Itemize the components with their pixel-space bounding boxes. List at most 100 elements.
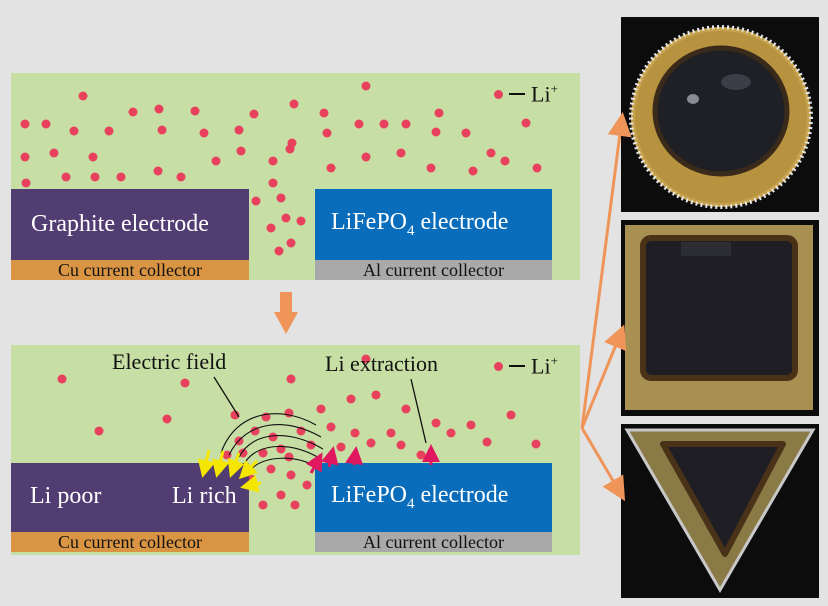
li-ion-dot xyxy=(326,163,336,173)
li-ion-dot xyxy=(94,426,104,436)
graphite-electrode-box: Graphite electrode xyxy=(11,189,249,260)
al-collector-bottom: Al current collector xyxy=(315,532,552,552)
li-ion-dot xyxy=(371,390,381,400)
li-ion-dot xyxy=(461,128,471,138)
li-extraction-label: Li extraction xyxy=(325,351,439,376)
legend-dot xyxy=(494,89,503,99)
li-ion-dot xyxy=(234,125,244,135)
li-ion-dot xyxy=(350,428,360,438)
li-ion-dot xyxy=(284,452,294,462)
li-ion-dot xyxy=(266,464,276,474)
li-ion-dot xyxy=(285,144,295,154)
legend-dot xyxy=(494,361,503,371)
top-li-ion-dots xyxy=(20,81,542,256)
pink-arrow xyxy=(345,446,364,466)
legend-label: Li+ xyxy=(531,353,558,379)
square-electrode-photo xyxy=(621,220,819,416)
al-collector-label: Al current collector xyxy=(363,531,504,552)
li-ion-dot xyxy=(366,438,376,448)
li-ion-dot xyxy=(162,414,172,424)
electric-field-label: Electric field xyxy=(112,349,227,374)
al-collector-top: Al current collector xyxy=(315,260,552,280)
legend-dash xyxy=(509,93,525,96)
li-ion-dot xyxy=(258,500,268,510)
li-ion-dot xyxy=(276,193,286,203)
li-ion-dot xyxy=(289,99,299,109)
li-ion-dot xyxy=(190,106,200,116)
li-ion-dot xyxy=(361,81,371,91)
yellow-arrow xyxy=(227,452,245,478)
li-ion-dot xyxy=(249,109,259,119)
li-ion-dot xyxy=(434,108,444,118)
li-ion-dot xyxy=(176,172,186,182)
li-poor-label: Li poor xyxy=(30,483,102,509)
li-ion-dot xyxy=(276,490,286,500)
li-ion-dot xyxy=(268,178,278,188)
li-ion-dot xyxy=(20,152,30,162)
li-ion-dot xyxy=(128,107,138,117)
pink-arrow xyxy=(305,452,323,474)
li-ion-dot xyxy=(386,428,396,438)
li-ion-dot xyxy=(401,119,411,129)
bottom-panel: Li+ Electric field Li extraction Li poor… xyxy=(11,345,580,555)
li-ion-dot xyxy=(354,119,364,129)
li-ion-dot xyxy=(41,119,51,129)
li-ion-dot xyxy=(69,126,79,136)
yellow-arrow xyxy=(238,459,259,480)
triangular-electrode-photo xyxy=(621,424,819,598)
li-ion-dot xyxy=(21,178,31,188)
top-legend: Li+ xyxy=(494,81,558,107)
li-ion-dot xyxy=(180,378,190,388)
li-ion-dot xyxy=(506,410,516,420)
li-ion-dot xyxy=(251,196,261,206)
li-ion-dot xyxy=(401,404,411,414)
field-line xyxy=(238,435,324,458)
li-ion-dot xyxy=(396,148,406,158)
li-ion-dot xyxy=(531,439,541,449)
bottom-legend: Li+ xyxy=(494,353,558,379)
yellow-arrow xyxy=(240,474,262,493)
field-lines-overlay xyxy=(197,376,440,493)
li-ion-dot xyxy=(154,104,164,114)
top-panel: Li+ Graphite electrode Cu current collec… xyxy=(11,73,580,280)
field-line xyxy=(228,424,322,456)
cu-collector-bottom: Cu current collector xyxy=(11,532,249,552)
li-ion-dot xyxy=(361,152,371,162)
li-ion-dot xyxy=(482,437,492,447)
li-ion-dot xyxy=(396,440,406,450)
lfp-electrode-label: LiFePO4 electrode xyxy=(331,209,509,239)
li-ion-dot xyxy=(379,119,389,129)
lfp-electrode-label: LiFePO4 electrode xyxy=(331,482,509,512)
li-ion-dot xyxy=(238,448,248,458)
li-ion-dot xyxy=(78,91,88,101)
cu-collector-label: Cu current collector xyxy=(58,259,202,280)
yellow-arrow xyxy=(197,449,216,478)
li-ion-dot xyxy=(446,428,456,438)
li-ion-dot xyxy=(153,166,163,176)
li-ion-dot xyxy=(281,213,291,223)
li-ion-dot xyxy=(157,125,167,135)
li-ion-dot xyxy=(431,127,441,137)
li-ion-dot xyxy=(266,223,276,233)
li-ion-dot xyxy=(466,420,476,430)
arrow-to-square xyxy=(580,324,627,429)
li-ion-dot xyxy=(319,108,329,118)
pink-arrow xyxy=(320,446,339,468)
li-ion-dot xyxy=(316,404,326,414)
li-ion-dot xyxy=(268,432,278,442)
li-ion-dot xyxy=(326,422,336,432)
li-ion-dot xyxy=(116,172,126,182)
legend-dash xyxy=(509,365,525,368)
li-ion-dot xyxy=(468,166,478,176)
li-ion-dot xyxy=(49,148,59,158)
yellow-arrow xyxy=(211,450,230,478)
li-ion-dot xyxy=(57,374,67,384)
lfp-electrode-box-top: LiFePO4 electrode xyxy=(315,189,552,260)
li-ion-dot xyxy=(500,156,510,166)
li-ion-dot xyxy=(61,172,71,182)
li-extraction-leader xyxy=(410,378,427,444)
li-ion-dot xyxy=(306,440,316,450)
li-ion-dot xyxy=(222,450,232,460)
li-ion-dot xyxy=(274,246,284,256)
